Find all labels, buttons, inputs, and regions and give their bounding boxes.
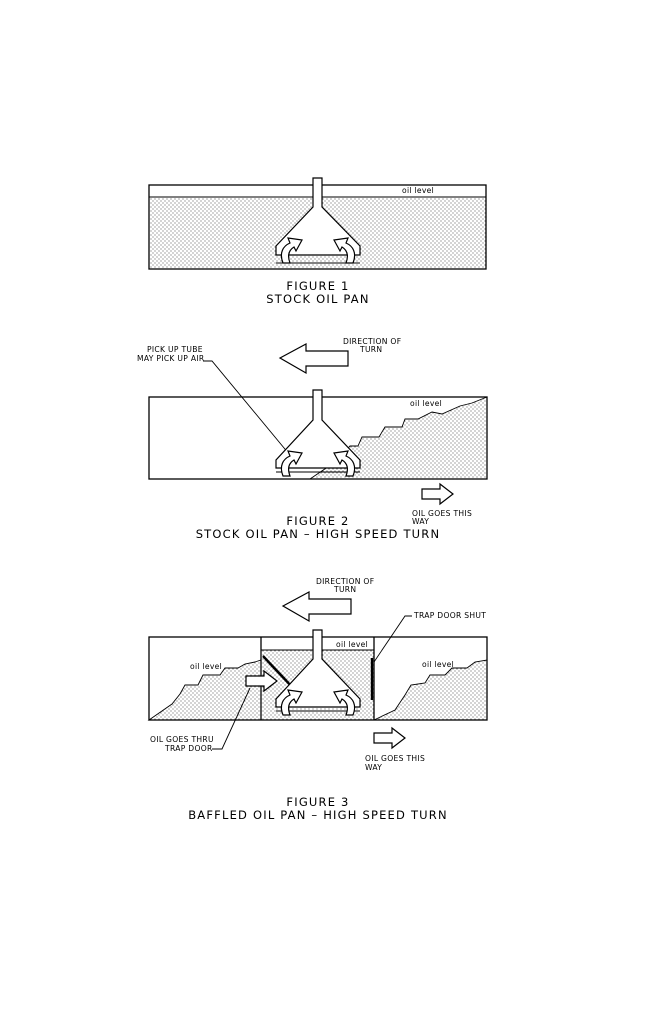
figure-2-direction-label-2: TURN [359,345,382,354]
figure-2-oil-goes-label-1: OIL GOES THIS [412,509,472,518]
figure-3-direction-label-1: DIRECTION OF [316,577,374,586]
figure-2-pickup-leader [203,360,295,461]
figure-1: oil level FIGURE 1 STOCK OIL PAN [148,177,487,306]
figure-3-trap-door-shut-label: TRAP DOOR SHUT [413,611,486,620]
figure-1-left-flow-arrow [280,237,303,264]
figure-3-right-flow-arrow [333,689,356,716]
figure-1-oil-level-label: oil level [402,186,434,195]
figure-3-trap-door-flow-arrow [245,669,278,693]
figure-3-oil-thru-leader [212,687,251,750]
figure-2-direction-label-1: DIRECTION OF [343,337,401,346]
figure-3-oil-goes-label-2: WAY [365,763,382,772]
figure-3-direction-arrow [281,590,352,623]
figure-3-oil-thru-label-2: TRAP DOOR [164,744,213,753]
figure-3-left-trap-door [262,655,294,689]
figure-1-number: FIGURE 1 [286,279,349,293]
figure-3-left-oil-fill [147,659,262,721]
figure-3-oil-goes-label-1: OIL GOES THIS [365,754,425,763]
figure-1-pickup-tube [275,177,361,256]
figure-3-oil-level-left: oil level [190,662,222,671]
figure-3-trap-door-shut-leader [373,615,412,663]
figure-3-oil-thru-label-1: OIL GOES THRU [150,735,214,744]
figure-3-oil-direction-arrow [373,726,406,750]
figure-3-left-flow-arrow [280,689,303,716]
figure-3-oil-level-center: oil level [336,640,368,649]
figure-2-number: FIGURE 2 [286,514,349,528]
figure-2-oil-goes-label-2: WAY [412,517,429,526]
figure-3-number: FIGURE 3 [286,795,349,809]
figure-3-pickup-tube [275,629,361,708]
figure-3-right-oil-fill [373,659,488,721]
figure-2-caption: STOCK OIL PAN – HIGH SPEED TURN [196,527,441,541]
figure-2-pickup-label-2: MAY PICK UP AIR [137,354,205,363]
figure-3-direction-label-2: TURN [333,585,356,594]
figure-2-pickup-label-1: PICK UP TUBE [147,345,203,354]
figure-2-left-flow-arrow [280,450,303,477]
figure-2: DIRECTION OF TURN PICK UP TUBE MAY PICK … [137,337,488,541]
figure-3-caption: BAFFLED OIL PAN – HIGH SPEED TURN [188,808,448,822]
figure-2-right-flow-arrow [333,450,356,477]
figure-1-right-flow-arrow [333,237,356,264]
figure-2-direction-arrow [278,342,349,375]
figure-3: DIRECTION OF TURN oil level oil level oi… [147,577,488,822]
figure-2-oil-level-label: oil level [410,399,442,408]
figure-2-pickup-tube [275,389,361,469]
figure-2-oil-direction-arrow [421,482,454,506]
figure-3-oil-level-right: oil level [422,660,454,669]
figure-1-caption: STOCK OIL PAN [266,292,369,306]
